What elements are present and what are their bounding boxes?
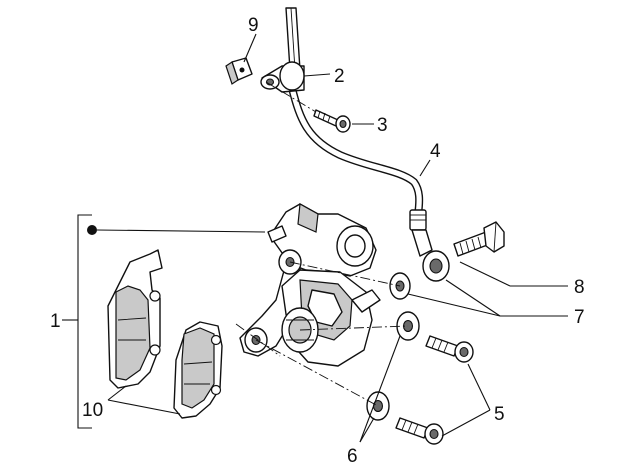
callout-8: 8 [574, 277, 585, 298]
callout-4: 4 [430, 141, 441, 162]
brake-pads [107, 249, 223, 419]
callout-9: 9 [248, 15, 259, 36]
callout-3: 3 [377, 115, 388, 136]
leader-lines [107, 33, 568, 443]
callout-2: 2 [334, 66, 345, 87]
callout-1: 1 [50, 311, 61, 332]
callout-5: 5 [494, 404, 505, 425]
callout-6: 6 [347, 446, 358, 467]
clamp-screw [313, 109, 351, 133]
brake-caliper [239, 203, 381, 367]
callout-10: 10 [82, 400, 103, 421]
callout-7: 7 [574, 307, 585, 328]
assembly-bracket [62, 214, 266, 429]
caliper-bolts [395, 335, 474, 445]
banjo-bolt [453, 221, 505, 257]
clip-nut [225, 57, 253, 85]
hose-clamp [260, 61, 305, 93]
callout-labels: 1 2 3 4 5 6 7 8 9 10 [50, 15, 585, 467]
brake-hose [285, 7, 450, 282]
